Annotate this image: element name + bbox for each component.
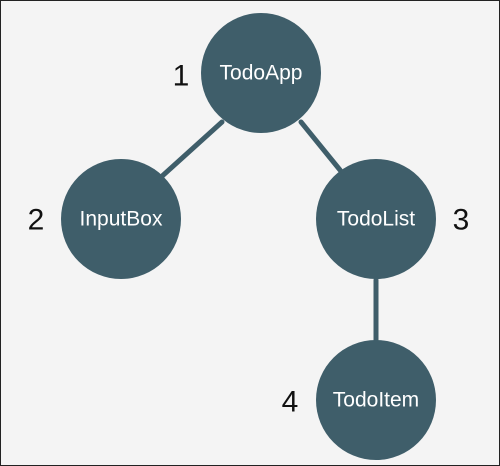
edge-todoapp-todolist — [298, 119, 343, 173]
node-inputbox-label: InputBox — [80, 208, 163, 231]
node-inputbox: InputBox 2 — [28, 159, 181, 279]
node-todoapp-label: TodoApp — [220, 62, 303, 85]
node-todoitem-number: 4 — [282, 386, 299, 419]
node-todolist: TodoList 3 — [316, 159, 469, 279]
node-inputbox-circle — [61, 159, 181, 279]
node-todolist-number: 3 — [453, 204, 470, 237]
node-inputbox-number: 2 — [28, 204, 45, 237]
node-todoapp-number: 1 — [173, 60, 190, 93]
edge-todoapp-inputbox — [157, 119, 225, 181]
tree-edges — [157, 119, 379, 343]
node-todolist-circle — [316, 159, 436, 279]
node-todolist-label: TodoList — [337, 208, 415, 231]
node-todoapp-circle — [201, 13, 321, 133]
node-todoitem-label: TodoItem — [333, 389, 419, 412]
node-todoitem-circle — [316, 340, 436, 460]
node-todoitem: TodoItem 4 — [282, 340, 436, 460]
node-todoapp: TodoApp 1 — [173, 13, 321, 133]
